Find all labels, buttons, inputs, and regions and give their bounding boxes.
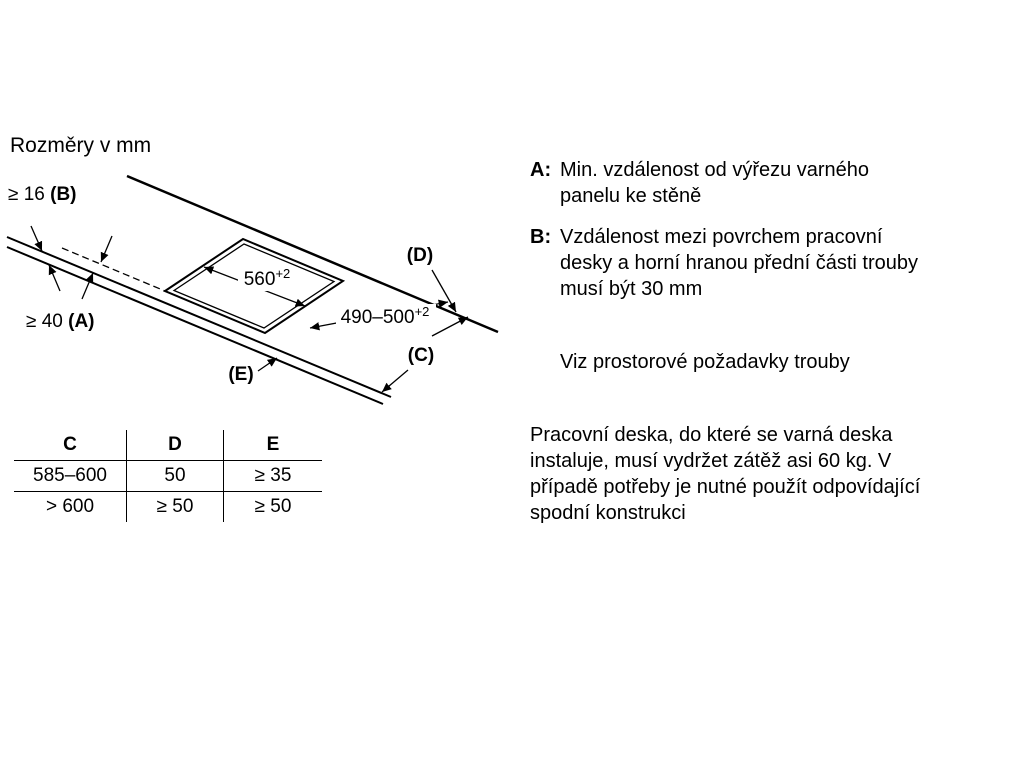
table-header-e: E (223, 430, 322, 461)
worktop-rear-edge-line (126, 174, 499, 334)
note-b-text: Vzdálenost mezi povrchem pracovní desky … (560, 226, 918, 300)
cutout-outline-inner (172, 243, 336, 329)
callout-d-label: (D) (407, 245, 433, 266)
table-row: 585–600 50 ≥ 35 (14, 460, 322, 492)
depth-dimension-label-bg (336, 304, 436, 328)
note-b: B: Vzdálenost mezi povrchem pracovní des… (530, 224, 995, 302)
page-title: Rozměry v mm (10, 134, 152, 157)
legend-column: A: Min. vzdálenost od výřezu varného pan… (530, 157, 995, 526)
table-cell: ≥ 50 (254, 496, 292, 517)
dimension-c-arrow-lower (381, 369, 409, 393)
note-a-text: Min. vzdálenost od výřezu varného panelu… (560, 159, 870, 207)
width-dimension-label: 560+2 (244, 266, 291, 290)
table-cell: ≥ 35 (223, 460, 322, 492)
table-row: > 600 ≥ 50 ≥ 50 (14, 491, 322, 522)
callout-e-label: (E) (228, 364, 253, 385)
cutout-edge-extension-dashed-line (61, 247, 166, 292)
distance-a-label: ≥ 40 (A) (26, 311, 95, 332)
distance-a-arrow-bottom (81, 272, 94, 300)
table-header-c: C (14, 430, 127, 461)
dimension-table-header-row: C D E (14, 430, 322, 461)
note-a: A: Min. vzdálenost od výřezu varného pan… (530, 157, 995, 209)
table-cell: ≥ 50 (126, 491, 224, 522)
dimension-c-arrow-upper (431, 316, 469, 337)
callout-e-arrow (257, 357, 278, 372)
table-cell: 585–600 (14, 460, 127, 492)
thickness-b-arrow-top (30, 225, 43, 252)
distance-a-arrow-top (100, 235, 113, 263)
worktop-front-edge-upper-line (6, 236, 392, 398)
callout-d-arrow (431, 269, 457, 313)
note-b-key: B: (530, 226, 552, 248)
depth-dimension-label: 490–500+2 (341, 304, 430, 328)
table-cell: > 600 (14, 491, 127, 522)
installation-diagram: 560+2 490–500+2 ≥ 16 (B) ≥ 40 (A) (D) (C… (6, 174, 499, 405)
worktop-load-note: Pracovní deska, do které se varná deska … (530, 424, 921, 524)
worktop-front-edge-lower-line (6, 246, 384, 405)
table-header-d: D (126, 430, 224, 461)
dimension-table: C D E 585–600 50 ≥ 35 > 600 ≥ 50 ≥ 50 (14, 430, 322, 522)
width-dimension-label-bg (238, 269, 298, 291)
thickness-b-arrow-bottom (48, 264, 61, 292)
note-a-key: A: (530, 159, 552, 181)
thickness-b-label: ≥ 16 (B) (8, 184, 77, 205)
dimension-c-label: (C) (408, 345, 434, 366)
oven-requirements-reference: Viz prostorové požadavky trouby (560, 351, 850, 373)
table-cell: 50 (126, 460, 224, 492)
